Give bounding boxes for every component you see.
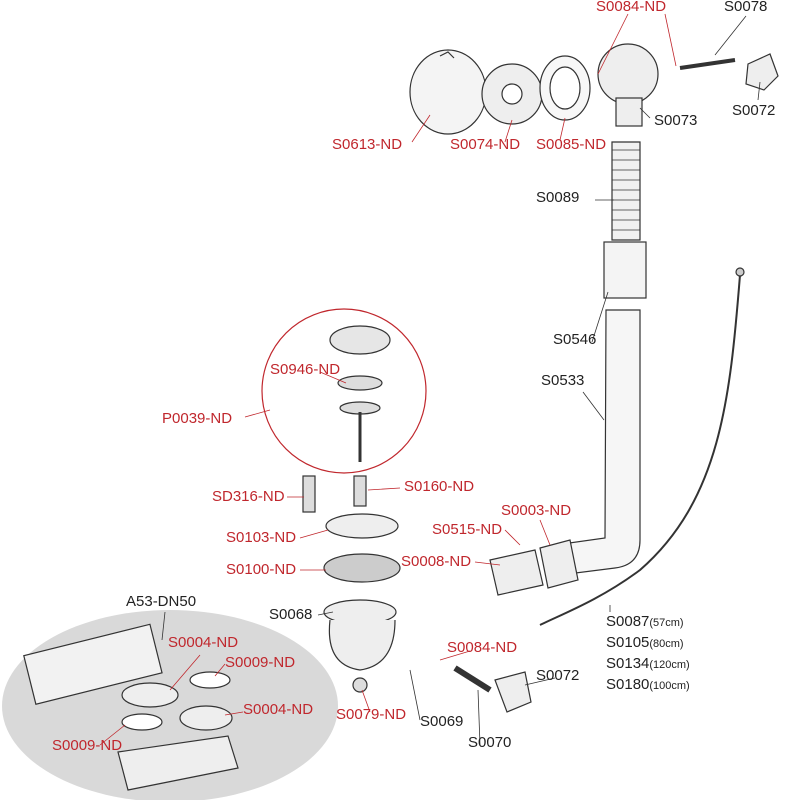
label-s0069: S0069 [420,713,464,730]
cable-length: (120cm) [649,659,690,671]
overflow-outlet [615,97,643,127]
label-s0070: S0070 [468,734,512,751]
screw-s0160 [353,475,367,507]
cable-length: (100cm) [649,680,690,692]
pipe-connector [489,539,579,596]
label-s0084-top: S0084-ND [596,0,667,15]
cable-item: S0105(80cm) [606,635,690,656]
label-s0085: S0085-ND [536,136,607,153]
label-s0009-a: S0009-ND [225,654,296,671]
corrugated-hose [611,141,641,241]
label-s0084-bottom: S0084-ND [447,639,518,656]
label-s0004-a: S0004-ND [168,634,239,651]
label-s0068: S0068 [269,606,313,623]
leader-lines [99,13,761,746]
label-s0074: S0074-ND [450,136,521,153]
cable-code: S0087 [606,613,650,630]
flange-s0103 [325,513,399,539]
waste-body [328,619,396,671]
label-s0079: S0079-ND [336,706,407,723]
cable-code: S0180 [606,676,650,693]
plug-cap [329,325,391,355]
label-sd316: SD316-ND [212,488,285,505]
screw-sd316 [302,475,316,513]
label-a53: A53-DN50 [126,593,197,610]
siphon-ring-a [121,713,163,731]
label-s0613: S0613-ND [332,136,403,153]
label-s0009-b: S0009-ND [52,737,123,754]
cover-clip [439,51,455,59]
gasket-hole [549,66,581,110]
label-s0160: S0160-ND [404,478,475,495]
label-s0073: S0073 [654,112,698,129]
rod-s0078 [679,58,736,70]
label-s0515: S0515-ND [432,521,503,538]
cable-list: S0087(57cm) S0105(80cm) S0134(120cm) S01… [606,614,690,698]
plug-ring [337,375,383,391]
plate-s0072-bottom [494,671,532,713]
label-s0078: S0078 [724,0,768,15]
spider-hole [501,83,523,105]
label-s0072-bottom: S0072 [536,667,580,684]
label-s0072-top: S0072 [732,102,776,119]
gasket-s0100 [323,553,401,583]
cable-code: S0134 [606,655,650,672]
cable-item: S0180(100cm) [606,677,690,698]
cable-length: (80cm) [649,638,684,650]
adapter-s0546 [603,241,647,299]
outlet-s0079 [352,677,368,693]
plug-kit-circle [261,308,427,474]
siphon-base [117,735,239,791]
label-s0003: S0003-ND [501,502,572,519]
label-s0546: S0546 [553,331,597,348]
cable-code: S0105 [606,634,650,651]
label-s0004-b: S0004-ND [243,701,314,718]
label-s0008: S0008-ND [401,553,472,570]
label-s0103: S0103-ND [226,529,297,546]
label-p0039: P0039-ND [162,410,233,427]
bowden-cable [539,274,741,626]
label-s0089: S0089 [536,189,580,206]
label-s0533: S0533 [541,372,585,389]
overflow-body [597,43,659,105]
siphon-pipe [23,623,163,705]
cable-item: S0134(120cm) [606,656,690,677]
plate-s0072-top [745,53,779,91]
cable-item: S0087(57cm) [606,614,690,635]
siphon-nut-a [121,682,179,708]
rod-s0070 [453,665,492,693]
label-s0946: S0946-ND [270,361,341,378]
cable-knob [735,267,745,277]
siphon-nut-b [179,705,233,731]
overflow-cover [409,49,487,135]
siphon-ring-b [189,671,231,689]
label-s0100: S0100-ND [226,561,297,578]
cable-length: (57cm) [649,617,684,629]
pipe-s0533 [554,309,641,576]
